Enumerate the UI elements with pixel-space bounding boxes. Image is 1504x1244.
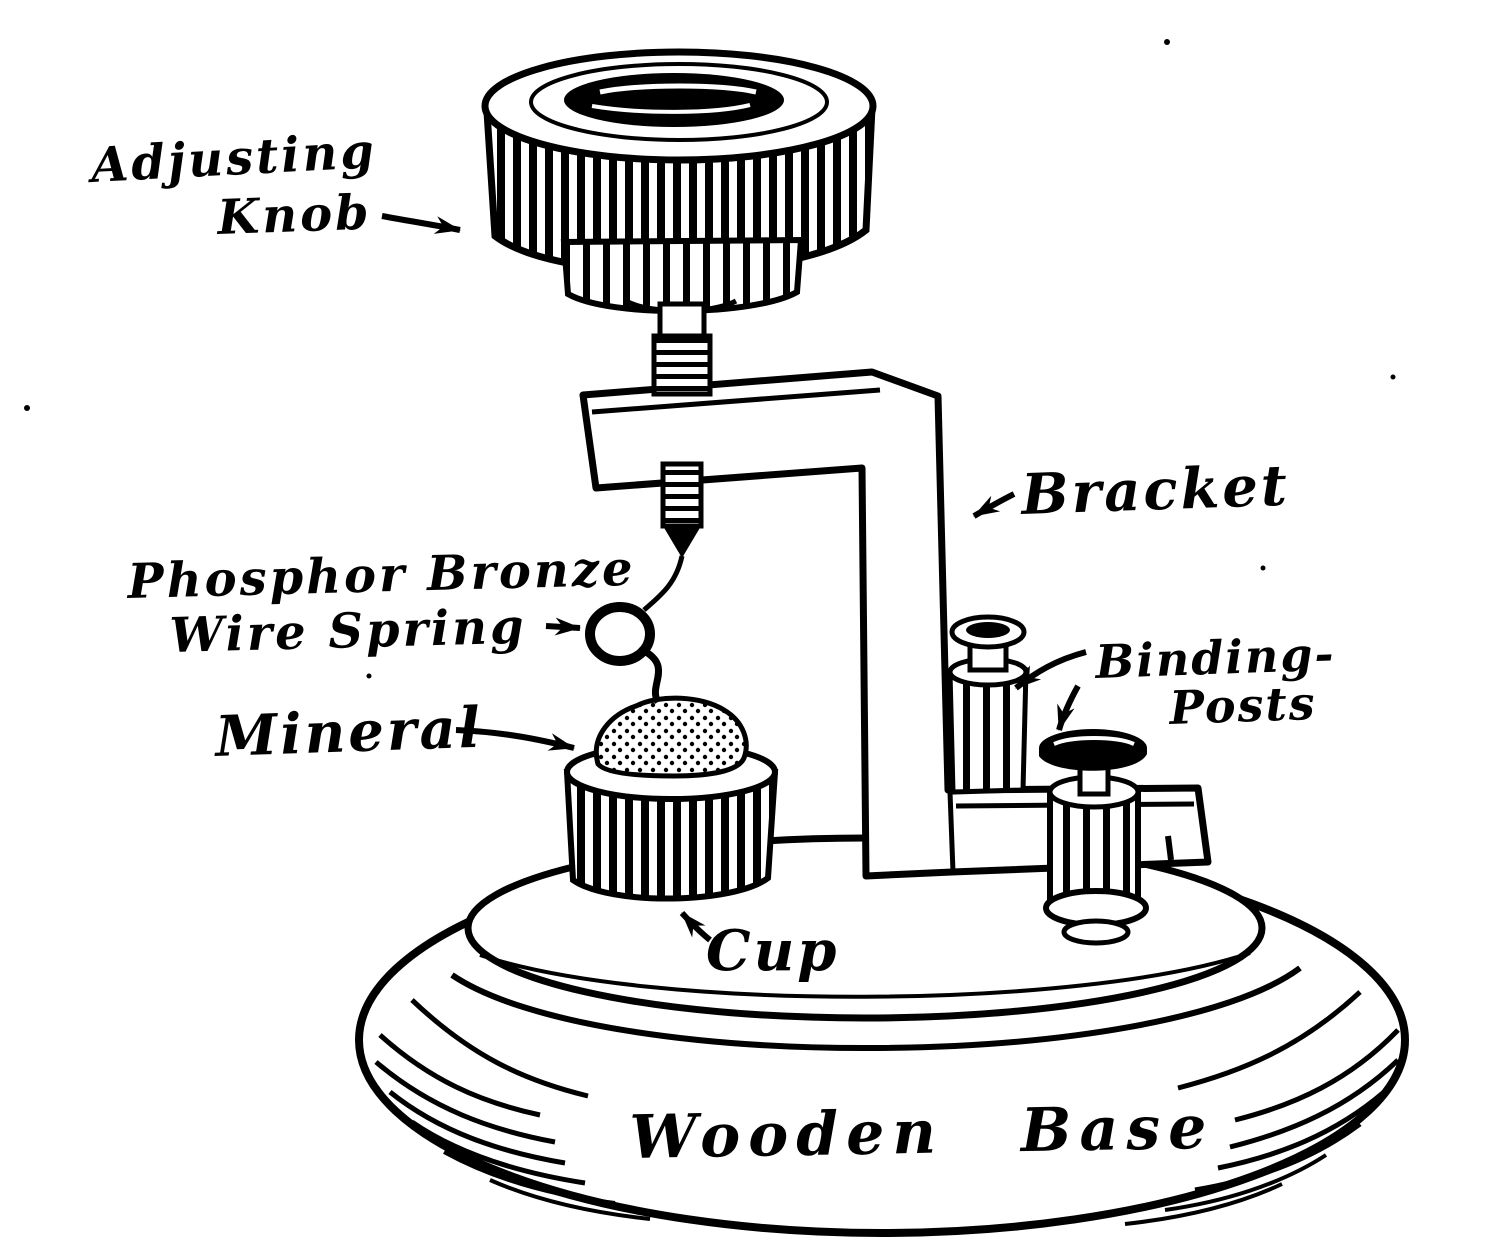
label-wooden-base: Wooden Base (629, 1093, 1215, 1173)
spring-arrow (545, 617, 581, 636)
mineral-arrow (455, 727, 575, 751)
label-mineral: Mineral (212, 695, 484, 770)
label-binding-posts-line2: Posts (1167, 676, 1318, 735)
label-adjusting-knob-line1: Adjusting (86, 123, 379, 194)
adjusting-knob-arrow (381, 213, 461, 234)
bracket-arrow (972, 491, 1016, 519)
label-adjusting-knob-line2: Knob (214, 185, 372, 246)
label-spring-line1: Phosphor Bronze (125, 541, 636, 610)
wooden-base-drawing (355, 834, 1409, 1237)
label-bracket: Bracket (1018, 453, 1291, 528)
paper-specks (24, 39, 1396, 679)
spring-drawing (585, 461, 704, 704)
binding-post-arrow-1 (1014, 649, 1087, 691)
label-cup: Cup (706, 918, 839, 984)
binding-post-arrow-2 (1056, 684, 1081, 731)
mineral-drawing (593, 695, 749, 779)
binding-post-front-drawing (1039, 729, 1149, 946)
label-spring-line2: Wire Spring (169, 599, 527, 664)
cup-arrow (679, 910, 712, 943)
callout-arrows (381, 213, 1087, 943)
binding-post-rear-drawing (947, 614, 1029, 795)
label-binding-posts-line1: Binding- (1093, 627, 1337, 689)
adjusting-knob-drawing (481, 48, 877, 397)
